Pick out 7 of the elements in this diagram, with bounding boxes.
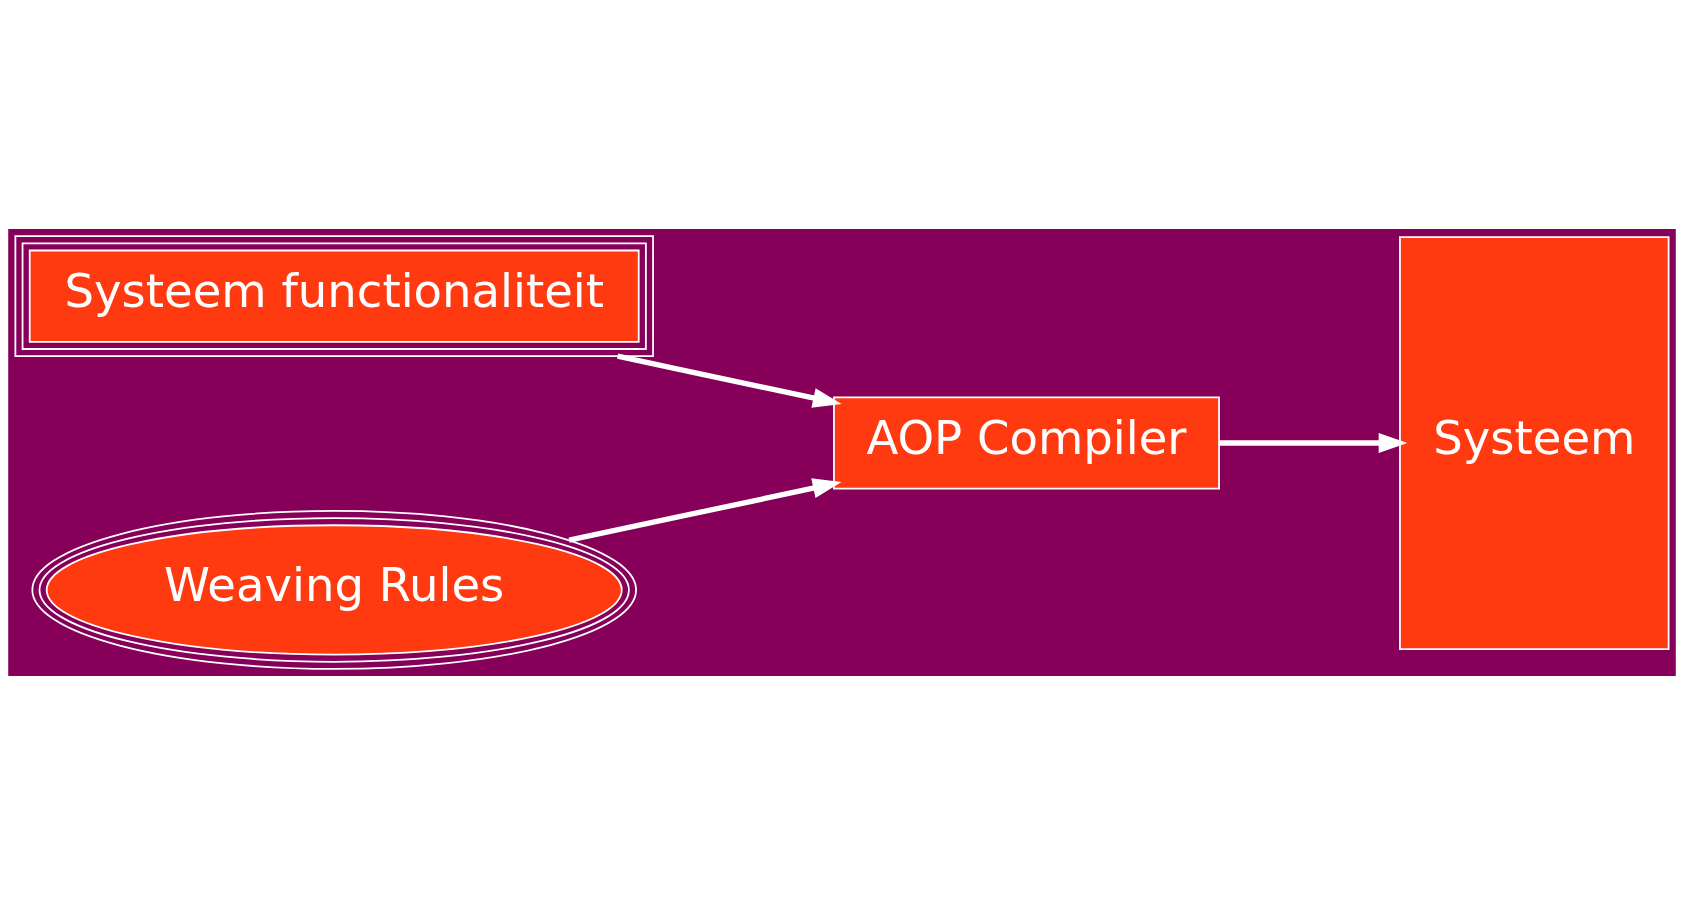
arrow: [1219, 433, 1408, 454]
node-ellipse: Weaving Rules: [31, 510, 637, 670]
node-box: Systeem functionaliteit: [14, 235, 654, 358]
node-box: Systeem: [1399, 236, 1670, 650]
node-box: AOP Compiler: [833, 396, 1220, 490]
arrow: [617, 353, 842, 408]
arrow: [568, 478, 842, 543]
